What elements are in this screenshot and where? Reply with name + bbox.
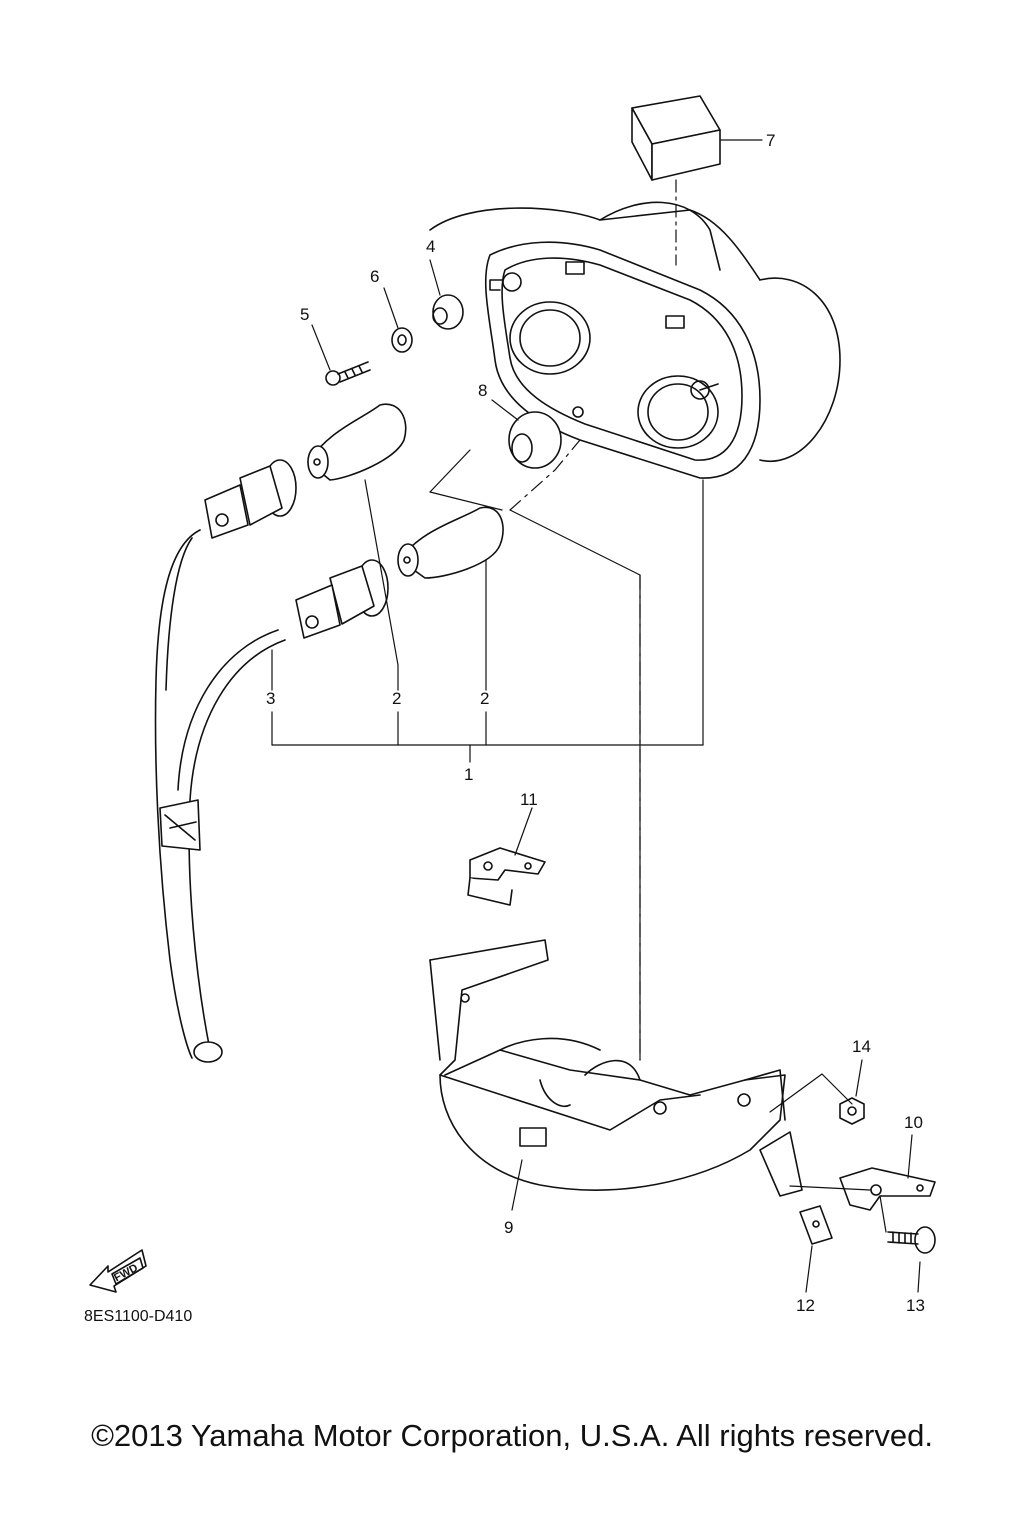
callout-2: 2 [480, 689, 489, 708]
fwd-arrow-icon [89, 1249, 147, 1293]
part-1-headlight-housing [429, 201, 841, 479]
callout-5: 5 [300, 305, 309, 324]
callout-6: 6 [370, 267, 379, 286]
callout-3: 3 [266, 689, 275, 708]
part-9-headlight-cover [429, 939, 786, 1191]
part-11-bracket [467, 847, 546, 906]
part-6-washer [391, 327, 413, 353]
callout-1: 1 [464, 765, 473, 784]
part-3-socket-harness [154, 459, 389, 1063]
part-4-grommet [432, 294, 464, 330]
callout-9: 9 [504, 1218, 513, 1237]
part-8-grommet [508, 411, 562, 469]
part-7-label-block [631, 95, 721, 181]
part-5-screw [325, 361, 371, 386]
callout-12: 12 [796, 1296, 815, 1315]
callout-13: 13 [906, 1296, 925, 1315]
part-12-clip-nut [799, 1205, 833, 1245]
part-13-bolt [887, 1226, 936, 1254]
drawing-code: 8ES1100-D410 [84, 1308, 193, 1325]
part-2-bulb-lower [397, 506, 504, 579]
leader-lines [271, 139, 921, 1293]
callout-11: 11 [520, 790, 538, 809]
part-14-nut [839, 1097, 865, 1125]
callout-10: 10 [904, 1113, 923, 1132]
part-2-bulb-upper [307, 403, 407, 481]
callout-8: 8 [478, 381, 487, 400]
callout-14: 14 [852, 1037, 871, 1056]
copyright-notice: ©2013 Yamaha Motor Corporation, U.S.A. A… [91, 1418, 933, 1453]
callout-4: 4 [426, 237, 435, 256]
callout-2: 2 [392, 689, 401, 708]
callout-7: 7 [766, 131, 775, 150]
fwd-label: FWD [112, 1262, 140, 1284]
part-10-bracket [839, 1167, 936, 1211]
